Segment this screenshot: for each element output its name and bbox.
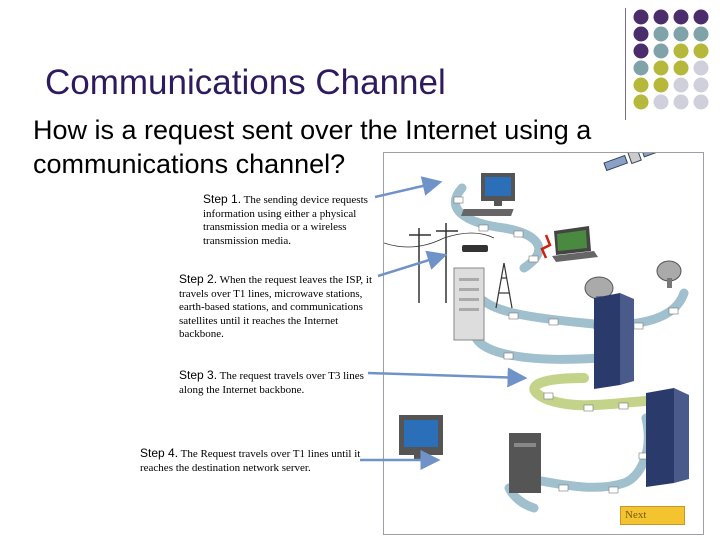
decor-dot [634, 44, 649, 59]
decor-dot [694, 95, 709, 110]
slide-title: Communications Channel [45, 63, 446, 103]
decor-dot [634, 95, 649, 110]
decor-dot [694, 78, 709, 93]
next-button[interactable]: Next [620, 506, 685, 525]
step-3-label: Step 3. [179, 368, 217, 382]
network-diagram [383, 152, 704, 535]
decor-dot [674, 78, 689, 93]
decor-dot [674, 44, 689, 59]
decor-dot [654, 78, 669, 93]
decor-dot [674, 27, 689, 42]
decor-dot [694, 27, 709, 42]
decor-dot [634, 27, 649, 42]
decor-dot [674, 61, 689, 76]
decor-dot [694, 10, 709, 25]
step-1-label: Step 1. [203, 192, 241, 206]
corner-divider-line [625, 8, 626, 120]
decor-dot [654, 44, 669, 59]
decor-dot [634, 78, 649, 93]
decor-dot [634, 61, 649, 76]
step-2: Step 2. When the request leaves the ISP,… [179, 273, 384, 342]
decor-dot [654, 61, 669, 76]
step-3: Step 3. The request travels over T3 line… [179, 369, 369, 397]
decor-dot [674, 10, 689, 25]
decor-dot [694, 61, 709, 76]
step-4-label: Step 4. [140, 446, 178, 460]
step-4: Step 4. The Request travels over T1 line… [140, 447, 375, 475]
network-illustration [384, 153, 704, 535]
corner-dot-pattern [632, 8, 720, 112]
decor-dot [674, 95, 689, 110]
decor-dot [634, 10, 649, 25]
step-1: Step 1. The sending device requests info… [203, 193, 383, 248]
step-2-label: Step 2. [179, 272, 217, 286]
decor-dot [654, 10, 669, 25]
decor-dot [654, 95, 669, 110]
decor-dot [654, 27, 669, 42]
decor-dot [694, 44, 709, 59]
